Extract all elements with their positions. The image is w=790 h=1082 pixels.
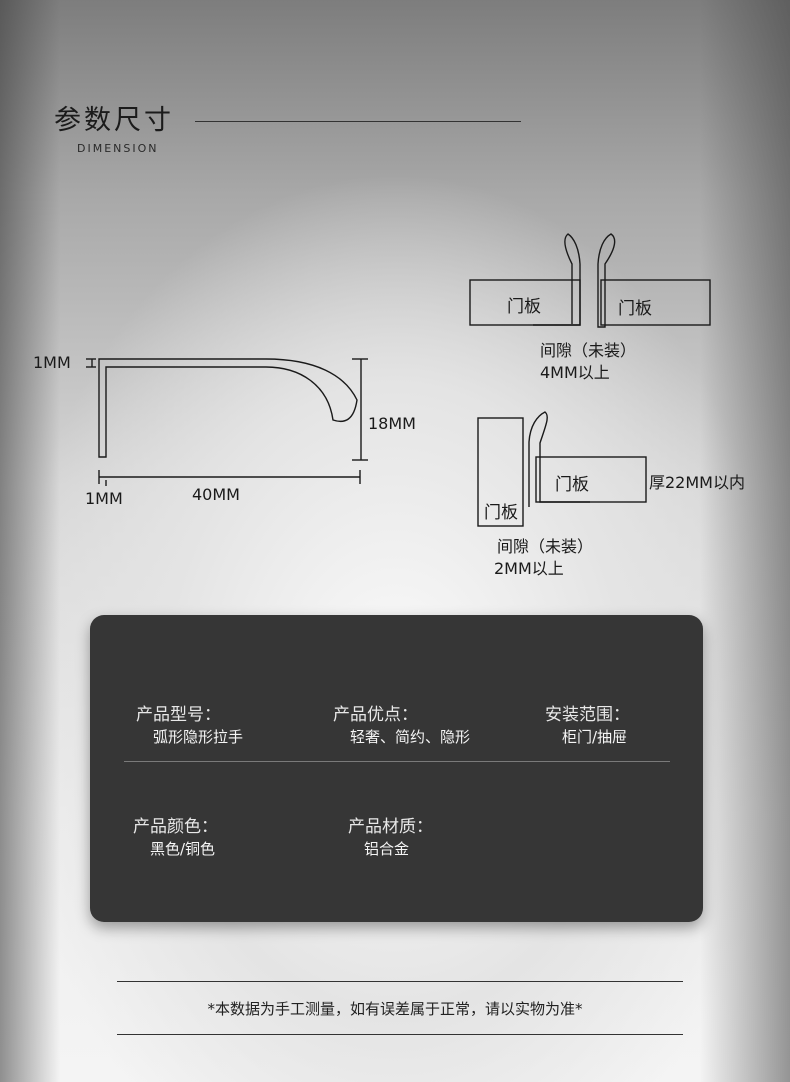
door-left-label: 门板 [507,297,541,317]
model-value: 弧形隐形拉手 [153,728,244,746]
scope-value: 柜门/抽屉 [562,728,628,746]
door-vertical-label: 门板 [484,503,518,523]
material-label: 产品材质： [348,817,433,837]
material-value: 铝合金 [364,840,410,858]
door-horizontal [535,456,647,503]
page-title: 参数尺寸 [54,105,174,136]
footnote-rule-bottom [117,1034,683,1035]
door-right [600,279,711,326]
bottom-thickness-label: 1MM [85,489,123,508]
gap-bottom-line2: 2MM以上 [494,559,564,578]
color-label: 产品颜色： [133,817,218,837]
height-label: 18MM [368,414,416,433]
left-shadow [0,0,60,1082]
dimension-diagram [86,233,711,527]
right-shadow [700,0,790,1082]
page-subtitle: DIMENSION [77,142,159,155]
gap-bottom-line1: 间隙（未装） [497,537,594,556]
handle-bottom [528,411,590,507]
door-vertical [477,417,524,527]
door-right-label: 门板 [618,299,652,319]
advantages-label: 产品优点： [333,705,418,725]
footnote-rule-top [117,981,683,982]
card-divider [124,761,670,762]
footnote: *本数据为手工测量，如有误差属于正常，请以实物为准* [207,1000,583,1018]
gap-top-line1: 间隙（未装） [540,341,637,360]
thickness-note: 厚22MM以内 [649,473,745,492]
spec-card: 产品型号： 弧形隐形拉手 产品优点： 轻奢、简约、隐形 安装范围： 柜门/抽屉 … [90,615,703,922]
door-horizontal-label: 门板 [555,475,589,495]
handle-left [533,233,581,326]
model-label: 产品型号： [136,705,221,725]
handle-right [597,233,616,328]
title-rule [195,121,521,122]
handle-profile [98,358,358,458]
gap-top-line2: 4MM以上 [540,363,610,382]
top-thickness-label: 1MM [33,353,71,372]
color-value: 黑色/铜色 [150,840,216,858]
length-label: 40MM [192,485,240,504]
scope-label: 安装范围： [545,705,630,725]
advantages-value: 轻奢、简约、隐形 [350,728,471,746]
